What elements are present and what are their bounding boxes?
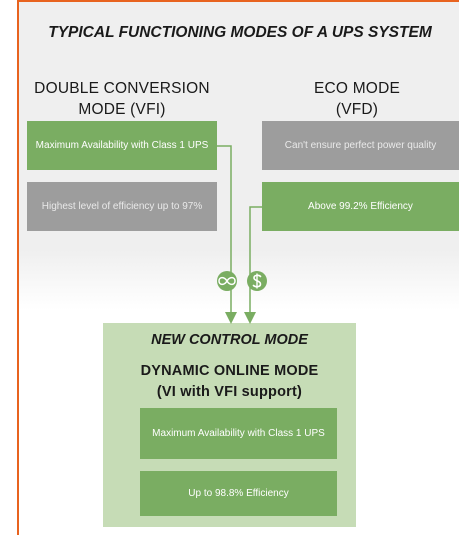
dom-efficiency-box: Up to 98.8% Efficiency bbox=[140, 471, 337, 516]
dynamic-online-mode-line1: DYNAMIC ONLINE MODE bbox=[140, 363, 319, 379]
eco-mode-heading: ECO MODE (VFD) bbox=[262, 78, 452, 120]
panel-fade bbox=[19, 250, 459, 310]
vfi-availability-box: Maximum Availability with Class 1 UPS bbox=[27, 121, 217, 170]
eco-quality-box: Can't ensure perfect power quality bbox=[262, 121, 459, 170]
dynamic-online-mode-heading: DYNAMIC ONLINE MODE (VI with VFI support… bbox=[103, 361, 356, 403]
dollar-icon bbox=[247, 271, 267, 291]
diagram-title: TYPICAL FUNCTIONING MODES OF A UPS SYSTE… bbox=[48, 24, 432, 41]
availability-connector bbox=[217, 145, 237, 324]
top-accent-rule bbox=[17, 0, 459, 2]
eco-mode-heading-line1: ECO MODE bbox=[314, 80, 400, 97]
infinity-icon bbox=[217, 271, 237, 291]
efficiency-connector bbox=[244, 206, 262, 324]
double-conversion-heading: DOUBLE CONVERSION MODE (VFI) bbox=[27, 78, 217, 120]
new-control-mode-title: NEW CONTROL MODE bbox=[151, 332, 308, 348]
eco-mode-heading-line2: (VFD) bbox=[335, 101, 379, 118]
eco-efficiency-box: Above 99.2% Efficiency bbox=[262, 182, 459, 231]
double-conversion-heading-line1: DOUBLE CONVERSION bbox=[34, 80, 210, 97]
dom-availability-box: Maximum Availability with Class 1 UPS bbox=[140, 408, 337, 459]
vfi-efficiency-box: Highest level of efficiency up to 97% bbox=[27, 182, 217, 231]
dynamic-online-mode-line2: (VI with VFI support) bbox=[156, 384, 303, 400]
left-accent-rule bbox=[17, 0, 19, 535]
double-conversion-heading-line2: MODE (VFI) bbox=[78, 101, 166, 118]
